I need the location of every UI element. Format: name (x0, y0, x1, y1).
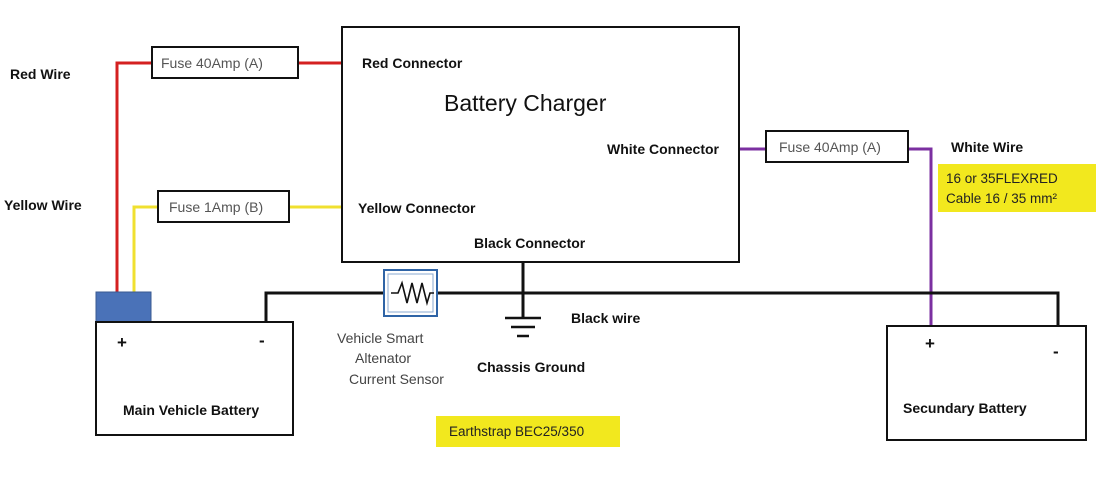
white-connector-label: White Connector (607, 141, 720, 157)
secondary-battery-box (886, 325, 1087, 441)
fuse-yellow-label: Fuse 1Amp (B) (169, 199, 263, 215)
main-battery-terminal (95, 291, 152, 324)
earthstrap-note: Earthstrap BEC25/350 (449, 424, 584, 439)
current-sensor-icon (383, 269, 438, 317)
sensor-label-line2: Altenator (355, 350, 411, 366)
cable-note-line1: 16 or 35FLEXRED (946, 171, 1058, 186)
fuse-white (765, 130, 909, 163)
fuse-yellow (157, 190, 290, 223)
sensor-label-line1: Vehicle Smart (337, 330, 423, 346)
cable-note-bg (938, 164, 1096, 212)
main-battery-minus: - (259, 331, 265, 350)
main-battery-label: Main Vehicle Battery (123, 402, 259, 418)
fuse-red-label: Fuse 40Amp (A) (161, 55, 263, 71)
cable-note-line2: Cable 16 / 35 mm² (946, 191, 1058, 206)
red-wire-label: Red Wire (10, 66, 71, 82)
black-wire-label: Black wire (571, 310, 640, 326)
battery-charger-box (341, 26, 740, 263)
white-wire-label: White Wire (951, 139, 1023, 155)
sensor-label-line3: Current Sensor (349, 371, 444, 387)
main-battery-plus: + (117, 333, 127, 352)
secondary-battery-label: Secundary Battery (903, 400, 1027, 416)
chassis-ground-label: Chassis Ground (477, 359, 585, 375)
black-wire-right (437, 291, 1060, 326)
secondary-battery-plus: + (925, 334, 935, 353)
black-wire (264, 291, 384, 322)
yellow-wire-label: Yellow Wire (4, 197, 82, 213)
earthstrap-note-bg (436, 416, 620, 447)
yellow-wire (132, 205, 158, 296)
black-connector-label: Black Connector (474, 235, 586, 251)
yellow-connector-label: Yellow Connector (358, 200, 476, 216)
white-wire (908, 147, 933, 326)
fuse-white-label: Fuse 40Amp (A) (779, 139, 881, 155)
charger-title: Battery Charger (444, 90, 607, 116)
red-wire (115, 61, 152, 296)
chassis-ground-icon (505, 316, 541, 338)
main-battery-box (95, 321, 294, 436)
red-connector-label: Red Connector (362, 55, 463, 71)
secondary-battery-minus: - (1053, 342, 1059, 361)
fuse-red (151, 46, 299, 79)
